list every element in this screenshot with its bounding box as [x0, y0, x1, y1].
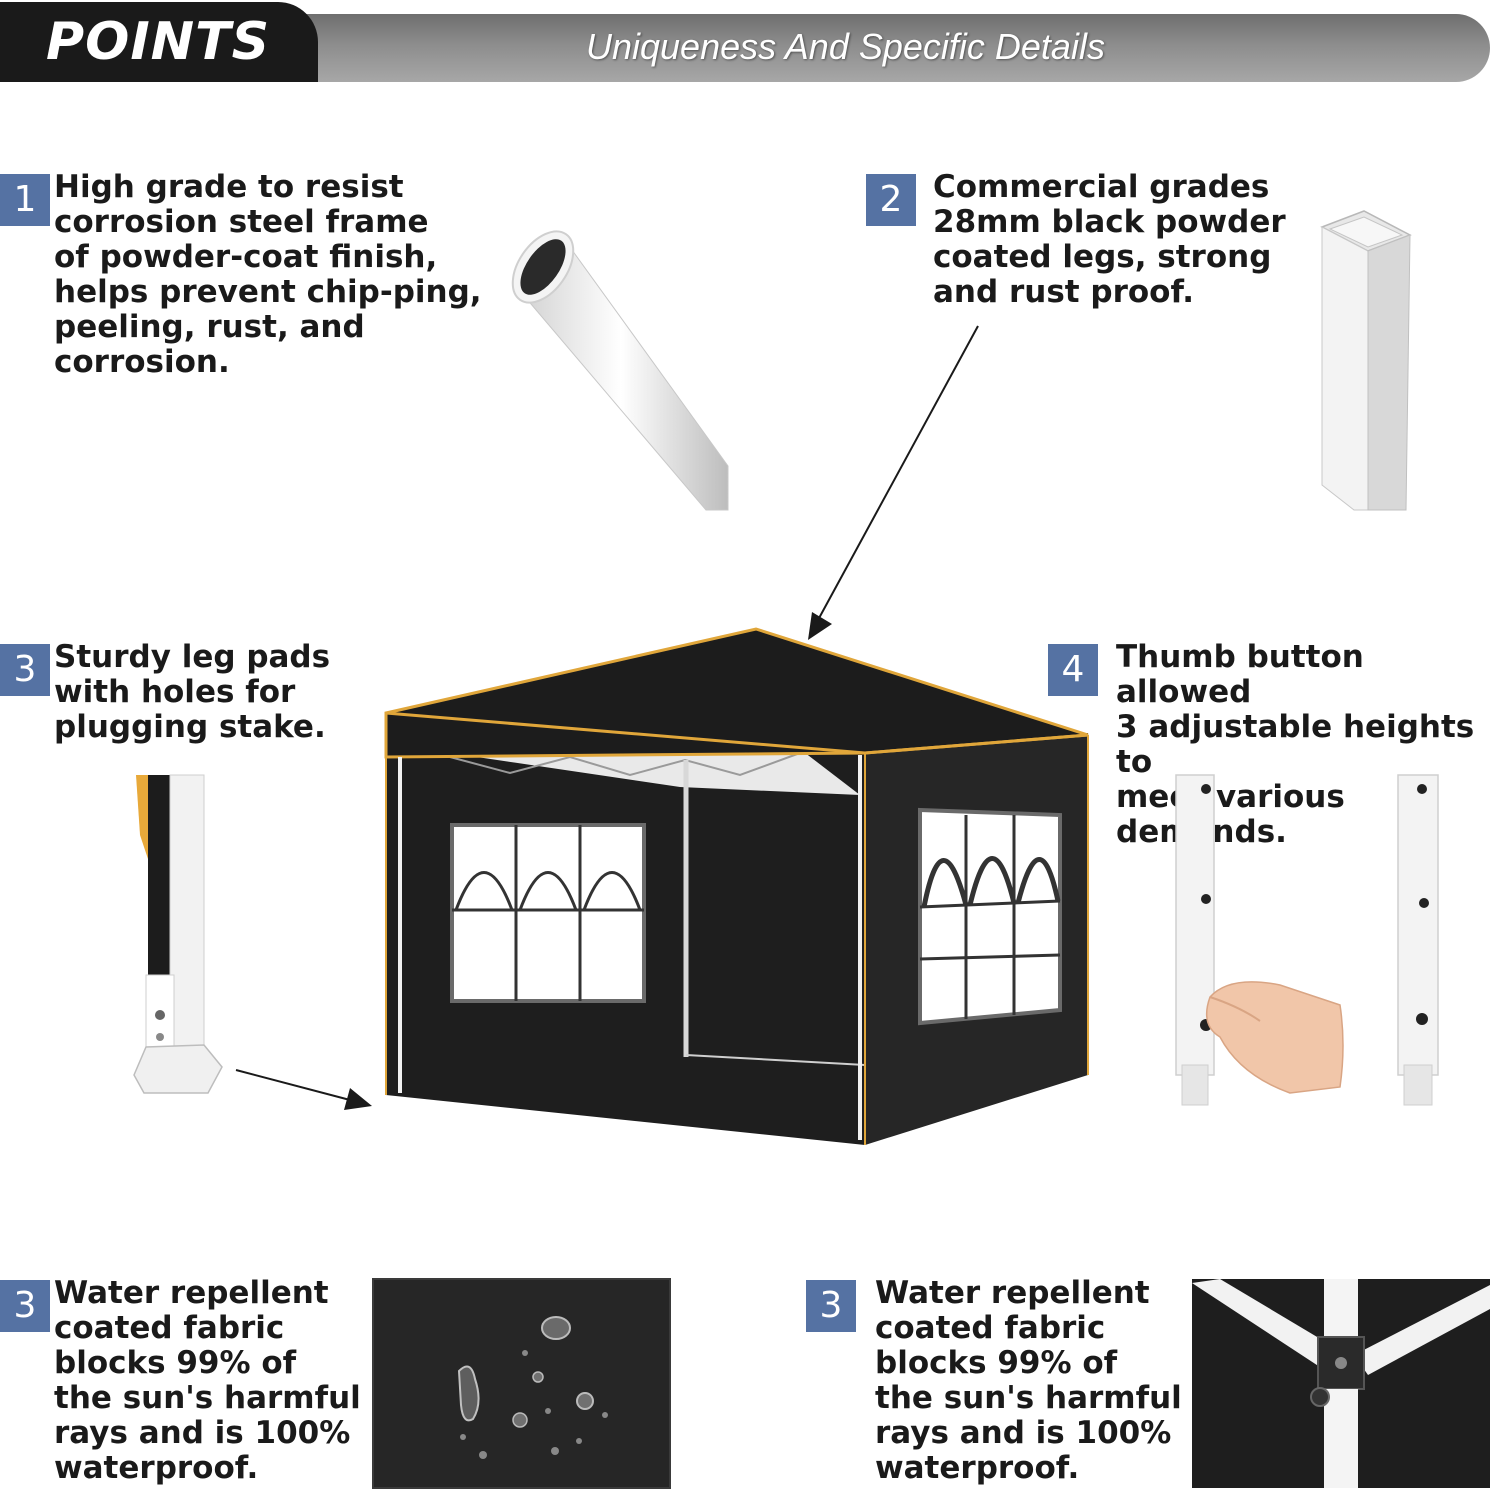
feature-3-badge: 3	[0, 644, 50, 696]
header-title: POINTS	[46, 12, 271, 72]
feature-5-badge: 3	[0, 1280, 50, 1332]
feature-2-badge: 2	[866, 174, 916, 226]
canopy-tent-illustration	[384, 627, 1089, 1145]
feature-1-badge: 1	[0, 174, 50, 226]
square-leg-illustration	[1320, 210, 1412, 511]
feature-4-text: Thumb button allowed 3 adjustable height…	[1116, 639, 1475, 850]
leg-pad-illustration	[133, 774, 223, 1094]
feature-3-text: Sturdy leg pads with holes for plugging …	[54, 639, 331, 745]
feature-6-badge: 3	[806, 1280, 856, 1332]
feature-2-text: Commercial grades 28mm black powder coat…	[933, 169, 1286, 310]
oval-tube-illustration	[511, 230, 729, 511]
fabric-droplets-photo	[372, 1278, 671, 1489]
feature-4-badge: 4	[1048, 644, 1098, 696]
feature-1-text: High grade to resist corrosion steel fra…	[54, 169, 482, 380]
adjustable-legs-illustration	[1175, 774, 1439, 1106]
frame-corner-photo	[1192, 1279, 1490, 1488]
header-tab: POINTS	[0, 2, 318, 82]
feature-6-text: Water repellent coated fabric blocks 99%…	[875, 1275, 1182, 1486]
header-subtitle: Uniqueness And Specific Details	[586, 26, 1105, 67]
feature-5-text: Water repellent coated fabric blocks 99%…	[54, 1275, 361, 1486]
